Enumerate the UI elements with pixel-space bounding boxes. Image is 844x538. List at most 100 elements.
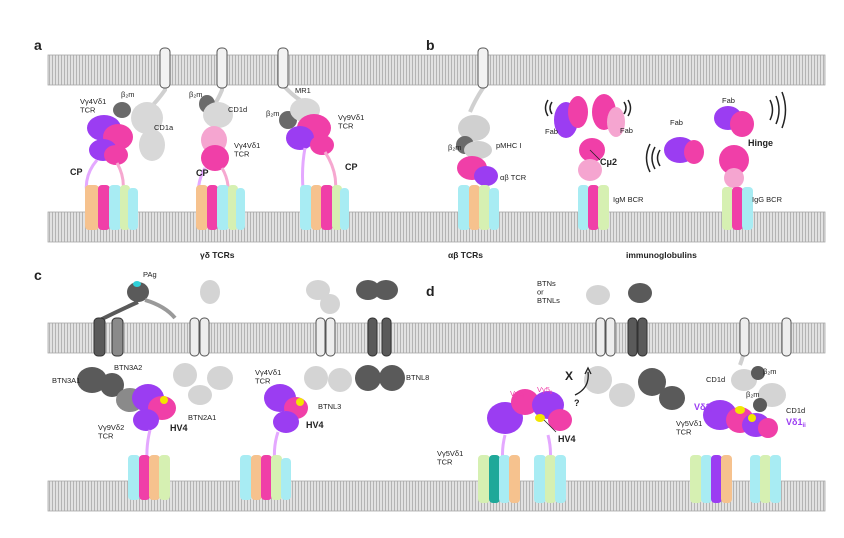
label-hv4-c1: HV4 xyxy=(170,423,188,433)
complex-ab-tcr xyxy=(456,47,499,230)
label-line: TCR xyxy=(437,458,453,467)
tm-helix xyxy=(627,317,638,357)
label-fab-igm-right: Fab xyxy=(620,126,633,135)
label-cp-cx2: CP xyxy=(196,168,209,178)
label-ab-tcr: αβ TCR xyxy=(500,173,527,182)
complex-cd1d-vg5vd1 xyxy=(690,317,792,503)
label-cd1a: CD1a xyxy=(154,123,174,132)
label-x: X xyxy=(565,369,573,383)
label-fab-igg-top: Fab xyxy=(722,96,735,105)
tm-helix xyxy=(216,47,228,89)
label-hv4-c2: HV4 xyxy=(306,420,324,430)
label-btnl3: BTNL3 xyxy=(318,402,341,411)
btn3a1-molecule xyxy=(77,281,149,397)
label-line: TCR xyxy=(80,106,96,115)
label-line: TCR xyxy=(338,122,354,131)
label-cd1d-2: CD1d xyxy=(786,406,805,415)
label-hv4-d: HV4 xyxy=(558,434,576,444)
tcr-vg4vd1-btnl xyxy=(240,280,405,500)
tm-helix xyxy=(159,47,171,89)
label-b2m-ab: β₂m xyxy=(448,143,461,152)
footer-gd-tcrs: γδ TCRs xyxy=(200,250,235,260)
tm-helix xyxy=(605,317,616,357)
label-igg-bcr: IgG BCR xyxy=(752,195,783,204)
label-cp-cx1: CP xyxy=(70,167,83,177)
label-btnl8: BTNL8 xyxy=(406,373,429,382)
tcr-vg5vd1-dimer xyxy=(478,389,572,503)
panel-label-d: d xyxy=(426,283,435,299)
panel-b: β₂m pMHC I αβ TCR αβ TCRs Fab Fab Cμ2 Ig… xyxy=(448,47,787,260)
label-b2m-cx2: β₂m xyxy=(189,90,202,99)
footer-immunoglobulins: immunoglobulins xyxy=(626,250,697,260)
label-line: TCR xyxy=(255,377,271,386)
label-hinge: Hinge xyxy=(748,138,773,148)
label-vg5-i: Vγ5i xyxy=(510,389,524,400)
tcr-vg9vd2 xyxy=(128,384,176,500)
tm-helix xyxy=(367,317,378,357)
label-line: TCR xyxy=(98,432,114,441)
arrow-curved xyxy=(574,371,589,396)
label-b2m-d1: β₂m xyxy=(763,367,776,376)
label-question: ? xyxy=(574,398,580,408)
panel-label-a: a xyxy=(34,37,42,53)
tm-helix xyxy=(381,317,392,357)
label-b2m-d2: β₂m xyxy=(746,390,759,399)
label-pag: PAg xyxy=(143,270,157,279)
membrane-top-ab xyxy=(47,54,826,86)
label-b2m-cx3: β₂m xyxy=(266,109,279,118)
membranes xyxy=(47,54,826,512)
label-cd1d-cx2: CD1d xyxy=(228,105,247,114)
label-igm-bcr: IgM BCR xyxy=(613,195,644,204)
label-line: TCR xyxy=(234,150,250,159)
label-line: TCR xyxy=(676,428,692,437)
label-mr1: MR1 xyxy=(295,86,311,95)
tm-helix xyxy=(277,47,289,89)
label-btn3a1: BTN3A1 xyxy=(52,376,80,385)
tm-helix xyxy=(325,317,336,357)
membrane-bottom-ab xyxy=(47,211,826,243)
complex-cd1d xyxy=(196,47,245,230)
tm-helix xyxy=(781,317,792,357)
label-vg5-ii: Vγ5ii xyxy=(537,385,552,396)
tm-helix xyxy=(93,317,106,357)
membrane-top-cd xyxy=(47,322,826,354)
label-line: BTNLs xyxy=(537,296,560,305)
tm-helix xyxy=(111,317,124,357)
label-cp-cx3: CP xyxy=(345,162,358,172)
btn-btnl-cluster xyxy=(584,283,685,410)
tm-helix xyxy=(595,317,606,357)
btn2a1-molecule xyxy=(173,280,233,405)
label-line: or xyxy=(537,288,544,297)
label-cmu2: Cμ2 xyxy=(600,157,617,167)
panel-label-b: b xyxy=(426,37,435,53)
footer-ab-tcrs: αβ TCRs xyxy=(448,250,483,260)
tm-helix xyxy=(637,317,648,357)
label-fab-igg-left: Fab xyxy=(670,118,683,127)
tm-helix xyxy=(315,317,326,357)
complex-cd1a xyxy=(84,47,171,230)
tm-helix xyxy=(477,47,489,89)
complex-mr1 xyxy=(277,47,349,230)
label-vd1-ii: Vδ1ii xyxy=(786,417,806,429)
label-cd1d-1: CD1d xyxy=(706,375,725,384)
panel-label-c: c xyxy=(34,267,42,283)
label-btn3a2: BTN3A2 xyxy=(114,363,142,372)
complex-igg-bcr xyxy=(645,91,787,230)
label-btn2a1: BTN2A1 xyxy=(188,413,216,422)
label-fab-igm-left: Fab xyxy=(545,127,558,136)
tm-helix xyxy=(199,317,210,357)
label-b2m-cx1: β₂m xyxy=(121,90,134,99)
label-pmhc: pMHC I xyxy=(496,141,521,150)
label-vd1-i: Vδ1i xyxy=(694,402,712,414)
